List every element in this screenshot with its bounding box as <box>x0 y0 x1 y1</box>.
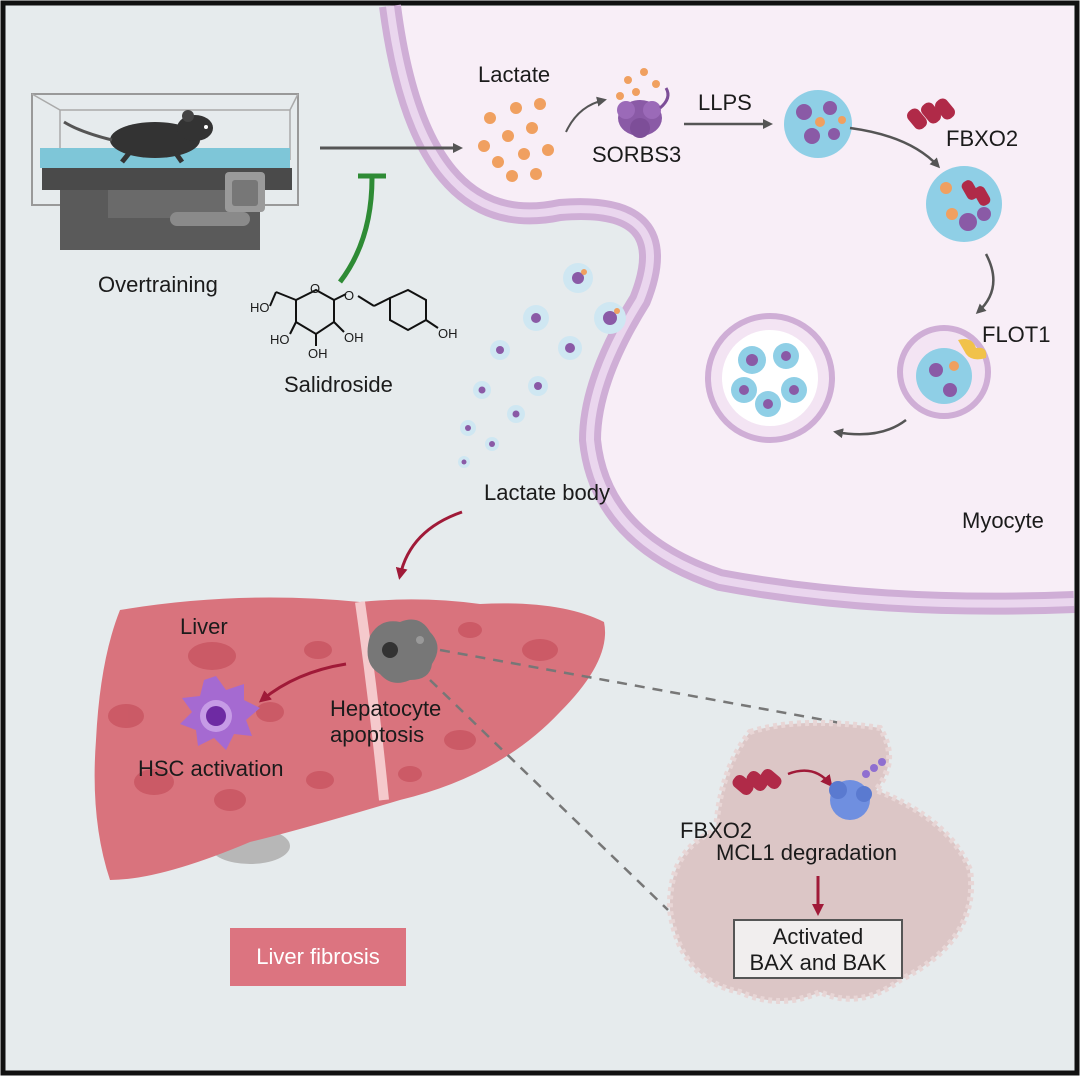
mcl1-protein <box>829 758 886 820</box>
to-liver-arrow <box>395 510 463 580</box>
salidroside-label: Salidroside <box>284 372 393 397</box>
myocyte-cell <box>379 4 1075 615</box>
hsc-activation-label: HSC activation <box>138 756 284 781</box>
lactate-label: Lactate <box>478 62 550 87</box>
lactate-molecules <box>478 98 554 182</box>
lactate-condensate <box>784 90 852 158</box>
fbxo2-binding-arrow <box>849 126 941 169</box>
activated-line2: BAX and BAK <box>750 950 887 975</box>
hepatocyte-apoptosis-label: Hepatocyte apoptosis <box>330 696 441 747</box>
fbxo2-to-mcl1-arrow <box>787 769 833 788</box>
svg-text:OH: OH <box>308 346 328 361</box>
apoptotic-hepatocyte <box>367 619 438 683</box>
llps-label: LLPS <box>698 90 752 115</box>
sorbs3-label: SORBS3 <box>592 142 681 167</box>
hepatic-stellate-cell <box>180 676 260 750</box>
lactate-to-sorbs3-arrow <box>565 96 607 133</box>
svg-text:apoptosis: apoptosis <box>330 722 424 747</box>
salidroside-atom-labels: HO O O HO OH OH OH <box>250 281 458 361</box>
flot1-vesicle <box>897 325 991 419</box>
fbxo2-top-label: FBXO2 <box>946 126 1018 151</box>
multivesicular-body <box>705 313 835 443</box>
zoom-line-top <box>439 648 847 726</box>
svg-text:HO: HO <box>250 300 270 315</box>
sorbs3-protein <box>616 68 670 138</box>
svg-text:Hepatocyte: Hepatocyte <box>330 696 441 721</box>
flot1-label: FLOT1 <box>982 322 1050 347</box>
svg-text:OH: OH <box>344 330 364 345</box>
liver-label: Liver <box>180 614 228 639</box>
svg-text:O: O <box>344 288 354 303</box>
mcl1-degradation-label: MCL1 degradation <box>716 840 897 865</box>
liver-fibrosis-box <box>230 928 406 986</box>
hepatocyte-to-hsc-arrow <box>258 662 347 703</box>
overtraining-label: Overtraining <box>98 272 218 297</box>
myocyte-label: Myocyte <box>962 508 1044 533</box>
lactate-body-label: Lactate body <box>484 480 610 505</box>
svg-text:OH: OH <box>438 326 458 341</box>
svg-text:O: O <box>310 281 320 296</box>
inhibition-symbol <box>338 173 386 284</box>
mvb-arrow <box>833 419 907 439</box>
condensate-with-fbxo2 <box>926 166 1002 242</box>
fbxo2-protein-cell <box>732 769 782 795</box>
fbxo2-protein-top <box>907 98 955 130</box>
svg-text:HO: HO <box>270 332 290 347</box>
flot1-arrow <box>975 253 995 315</box>
fbxo2-cell-label: FBXO2 <box>680 818 752 843</box>
zoom-line-bottom <box>429 679 669 911</box>
liver-fibrosis-label: Liver fibrosis <box>256 944 379 969</box>
activated-line1: Activated <box>773 924 864 949</box>
treadmill-illustration <box>31 93 299 250</box>
activated-bax-bak-box <box>733 919 903 979</box>
salidroside-structure <box>269 288 439 346</box>
liver-organ <box>94 597 606 880</box>
released-lactate-bodies <box>458 263 626 468</box>
